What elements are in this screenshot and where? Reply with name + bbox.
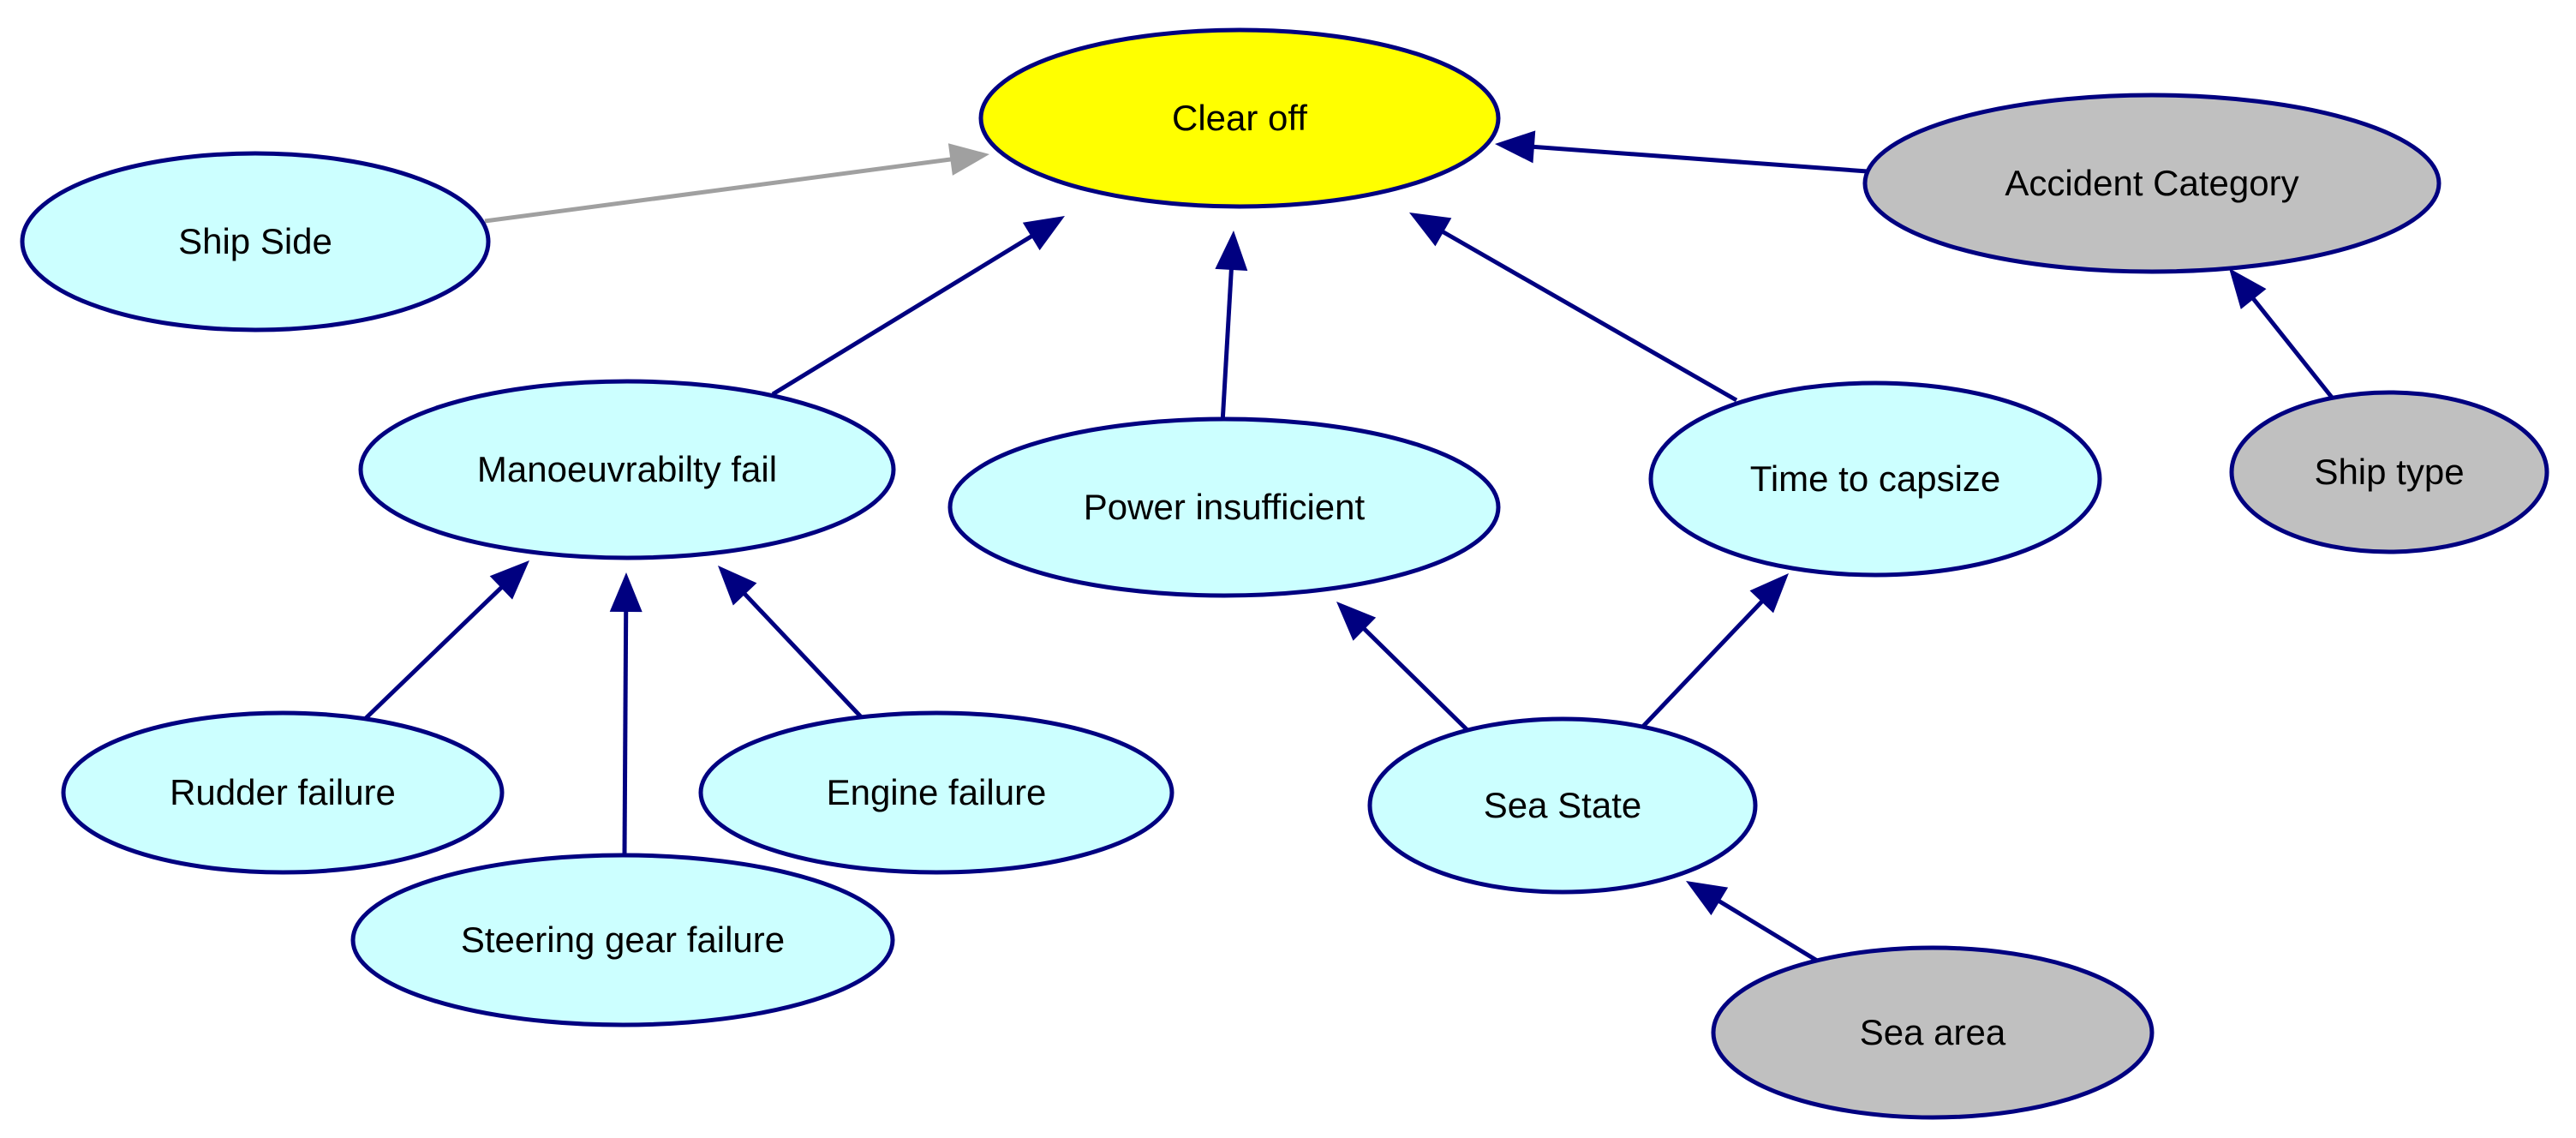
node-label: Engine failure <box>827 772 1047 812</box>
node-label: Ship Side <box>178 221 332 261</box>
node-sea-area: Sea area <box>1711 945 2155 1120</box>
node-ellipse <box>61 710 505 875</box>
edge-sea-area-to-sea-state <box>1686 881 1827 968</box>
edge-ship-type-to-accident-category <box>2229 268 2338 404</box>
node-label: Sea area <box>1860 1012 2006 1052</box>
node-ellipse <box>350 853 895 1027</box>
edge-rudder-failure-to-manoeuvrability-fail <box>362 560 529 722</box>
edge-arrowhead <box>1215 231 1248 272</box>
node-label: Clear off <box>1172 98 1307 138</box>
edge-arrowhead <box>489 560 529 600</box>
node-ellipse <box>978 27 1501 209</box>
node-label: Sea State <box>1484 785 1641 825</box>
edge-line <box>771 233 1034 397</box>
node-steering-gear-failure: Steering gear failure <box>350 853 895 1027</box>
node-rudder-failure: Rudder failure <box>61 710 505 875</box>
node-ellipse <box>1862 93 2442 274</box>
node-label: Time to capsize <box>1750 458 2001 499</box>
edge-ship-side-to-clear-off <box>484 143 989 224</box>
node-ellipse <box>1711 945 2155 1120</box>
edge-line <box>362 584 505 722</box>
edge-arrowhead <box>609 572 643 613</box>
edge-arrowhead <box>1495 130 1536 164</box>
edge-line <box>742 591 870 726</box>
edge-steering-gear-failure-to-manoeuvrability-fail <box>609 572 643 856</box>
edge-accident-category-to-clear-off <box>1495 130 1868 174</box>
node-ellipse <box>2229 390 2549 554</box>
edge-sea-state-to-time-to-capsize <box>1635 573 1789 734</box>
edge-arrowhead <box>1336 602 1377 641</box>
edge-line <box>2250 296 2338 404</box>
node-ellipse <box>20 151 491 332</box>
node-label: Accident Category <box>2005 163 2298 203</box>
node-ship-side: Ship Side <box>20 151 491 332</box>
node-ship-type: Ship type <box>2229 390 2549 554</box>
node-manoeuvrability-fail: Manoeuvrabilty fail <box>358 379 896 560</box>
edge-line <box>1717 898 1827 968</box>
edge-arrowhead <box>1409 213 1452 247</box>
node-clear-off: Clear off <box>978 27 1501 209</box>
edge-arrowhead <box>2229 268 2267 309</box>
edge-sea-state-to-power-insufficient <box>1336 602 1473 736</box>
edges-layer <box>362 130 2338 968</box>
edge-line <box>1220 267 1234 424</box>
edge-manoeuvrability-fail-to-clear-off <box>771 216 1065 397</box>
node-ellipse <box>358 379 896 560</box>
node-label: Power insufficient <box>1084 487 1366 527</box>
node-sea-state: Sea State <box>1367 716 1758 895</box>
edge-engine-failure-to-manoeuvrability-fail <box>718 566 870 726</box>
edge-line <box>484 157 953 224</box>
node-accident-category: Accident Category <box>1862 93 2442 274</box>
edge-line <box>622 609 629 856</box>
edge-arrowhead <box>1022 216 1065 251</box>
edge-arrowhead <box>1749 573 1789 614</box>
node-power-insufficient: Power insufficient <box>947 416 1501 598</box>
edge-arrowhead <box>1686 881 1729 916</box>
edge-line <box>1440 229 1738 403</box>
node-label: Manoeuvrabilty fail <box>477 449 777 489</box>
edge-line <box>1532 144 1868 174</box>
node-ellipse <box>1648 380 2102 578</box>
node-label: Rudder failure <box>170 772 396 812</box>
node-time-to-capsize: Time to capsize <box>1648 380 2102 578</box>
node-ellipse <box>947 416 1501 598</box>
edge-time-to-capsize-to-clear-off <box>1409 213 1738 403</box>
node-ellipse <box>698 710 1174 875</box>
edge-power-insufficient-to-clear-off <box>1215 231 1248 424</box>
node-label: Steering gear failure <box>461 919 785 960</box>
edge-line <box>1361 626 1473 736</box>
edge-line <box>1635 599 1765 734</box>
node-label: Ship type <box>2314 452 2464 492</box>
node-engine-failure: Engine failure <box>698 710 1174 875</box>
edge-arrowhead <box>718 566 757 606</box>
edge-arrowhead <box>947 143 989 176</box>
node-ellipse <box>1367 716 1758 895</box>
